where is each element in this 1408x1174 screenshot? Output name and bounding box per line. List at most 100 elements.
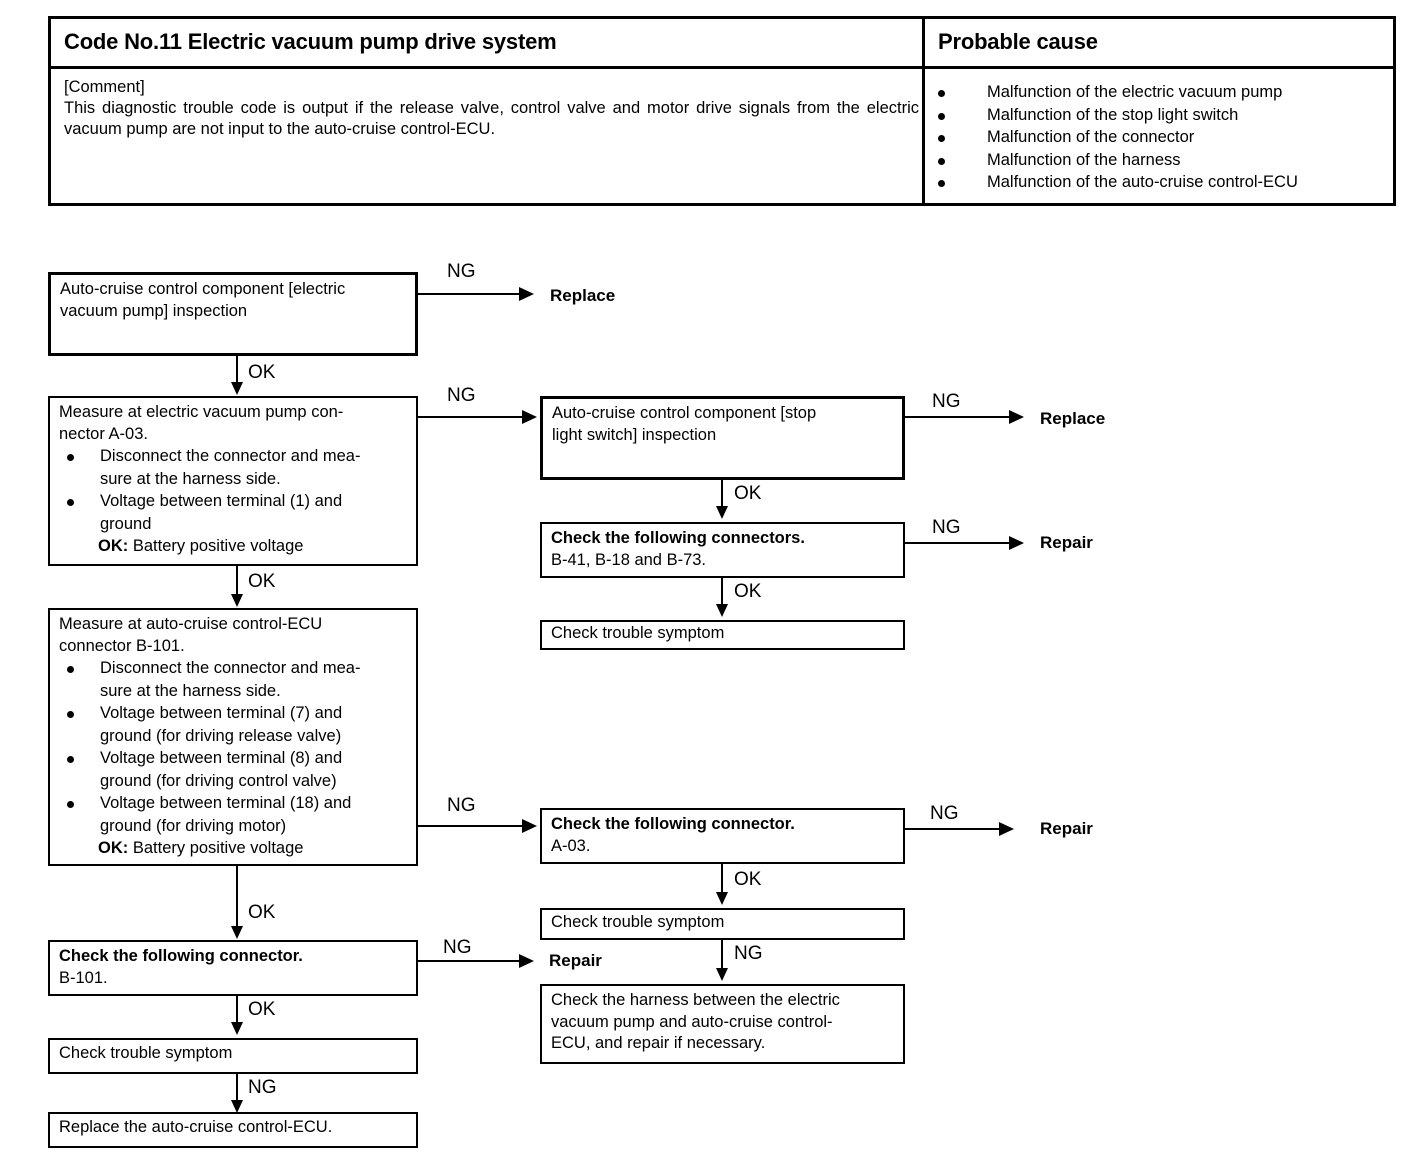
edge-label-ng: NG: [443, 937, 472, 958]
box2-bullet-list: Disconnect the connector and mea- sure a…: [59, 445, 411, 558]
box2-ok-criteria: OK: Battery positive voltage: [98, 535, 411, 558]
flow-box-measure-pump-connector: Measure at electric vacuum pump con- nec…: [48, 396, 418, 566]
box12-line2: vacuum pump and auto-cruise control-: [551, 1012, 833, 1031]
flow-box-check-trouble-symptom-left: Check trouble symptom: [48, 1038, 418, 1074]
box6-text: Replace the auto-cruise control-ECU.: [59, 1118, 333, 1136]
arrow-down-icon: [716, 506, 728, 519]
connector-box8-ng: [905, 542, 1013, 544]
box2-line1: Measure at electric vacuum pump con-: [59, 403, 344, 421]
edge-label-ng: NG: [932, 391, 961, 412]
arrow-down-icon: [716, 968, 728, 981]
list-item: Voltage between terminal (18) and ground…: [59, 792, 411, 860]
box3-bullet3-line1: Voltage between terminal (8) and: [100, 749, 343, 767]
edge-label-ok: OK: [248, 362, 276, 383]
header-cell-cause: Probable cause: [925, 19, 1393, 66]
edge-label-ng: NG: [447, 385, 476, 406]
header-cell-code: Code No.11 Electric vacuum pump drive sy…: [51, 19, 925, 66]
comment-cell: [Comment] This diagnostic trouble code i…: [51, 69, 925, 203]
probable-cause-list: Malfunction of the electric vacuum pump …: [925, 69, 1393, 194]
arrow-right-icon: [999, 822, 1014, 836]
box12-line1: Check the harness between the electric: [551, 991, 840, 1009]
arrow-right-icon: [519, 287, 534, 301]
edge-label-ok: OK: [734, 483, 762, 504]
box2-bullet1-line1: Disconnect the connector and mea-: [100, 447, 361, 465]
edge-label-ok: OK: [248, 999, 276, 1020]
box3-bullet4-line1: Voltage between terminal (18) and: [100, 794, 352, 812]
connector-box1-ng: [418, 293, 524, 295]
list-item: Malfunction of the harness: [925, 149, 1393, 172]
connector-box2-ng: [418, 416, 524, 418]
arrow-down-icon: [231, 382, 243, 395]
edge-label-ng: NG: [447, 795, 476, 816]
arrow-right-icon: [1009, 536, 1024, 550]
probable-cause-cell: Malfunction of the electric vacuum pump …: [925, 69, 1393, 203]
flow-box-stop-light-switch-inspection: Auto-cruise control component [stop ligh…: [540, 396, 905, 480]
arrow-down-icon: [716, 604, 728, 617]
flow-box-check-connector-b101: Check the following connector. B-101.: [48, 940, 418, 996]
connector-box8-ok: [721, 578, 723, 606]
edge-label-ng: NG: [930, 803, 959, 824]
list-item: Voltage between terminal (8) and ground …: [59, 747, 411, 792]
box3-bullet4-line2: ground (for driving motor): [100, 816, 287, 835]
terminal-replace-1: Replace: [550, 286, 616, 305]
connector-box7-ok: [721, 480, 723, 508]
flow-box-check-harness-repair: Check the harness between the electric v…: [540, 984, 905, 1064]
box8-detail: B-41, B-18 and B-73.: [551, 550, 707, 569]
box4-title: Check the following connector.: [59, 947, 303, 965]
list-item: Malfunction of the auto-cruise control-E…: [925, 171, 1393, 194]
flow-box-measure-ecu-connector: Measure at auto-cruise control-ECU conne…: [48, 608, 418, 866]
connector-box10-ok: [721, 864, 723, 894]
arrow-right-icon: [519, 954, 534, 968]
flow-box-vacuum-pump-inspection: Auto-cruise control component [electric …: [48, 272, 418, 356]
flow-box-check-connector-a03: Check the following connector. A-03.: [540, 808, 905, 864]
arrow-down-icon: [231, 594, 243, 607]
box2-bullet1-line2: sure at the harness side.: [100, 469, 281, 488]
arrow-right-icon: [522, 410, 537, 424]
box8-title: Check the following connectors.: [551, 529, 805, 547]
edge-label-ng: NG: [447, 261, 476, 282]
list-item: Disconnect the connector and mea- sure a…: [59, 657, 411, 702]
ok-label: OK:: [98, 537, 129, 555]
box2-line2: nector A-03.: [59, 424, 148, 443]
dtc-summary-table: Code No.11 Electric vacuum pump drive sy…: [48, 16, 1396, 206]
arrow-right-icon: [522, 819, 537, 833]
box4-detail: B-101.: [59, 968, 108, 987]
arrow-down-icon: [231, 926, 243, 939]
ok-value: Battery positive voltage: [132, 839, 304, 857]
box3-bullet1-line2: sure at the harness side.: [100, 681, 281, 700]
connector-box10-ng: [905, 828, 1003, 830]
arrow-down-icon: [231, 1022, 243, 1035]
connector-box4-ok: [236, 996, 238, 1024]
comment-label: [Comment]: [64, 78, 145, 96]
connector-box5-ng: [236, 1074, 238, 1102]
box5-text: Check trouble symptom: [59, 1044, 233, 1062]
table-header-row: Code No.11 Electric vacuum pump drive sy…: [51, 19, 1393, 69]
ok-value: Battery positive voltage: [132, 537, 304, 555]
box1-line1: Auto-cruise control component [electric: [60, 280, 346, 298]
connector-box3-ok: [236, 866, 238, 928]
terminal-repair-3: Repair: [549, 951, 602, 970]
flow-box-check-trouble-symptom-right: Check trouble symptom: [540, 908, 905, 940]
page-title: Code No.11 Electric vacuum pump drive sy…: [64, 29, 557, 54]
list-item: Disconnect the connector and mea- sure a…: [59, 445, 411, 490]
box2-bullet2-line1: Voltage between terminal (1) and: [100, 492, 343, 510]
edge-label-ng: NG: [248, 1077, 277, 1098]
list-item: Malfunction of the connector: [925, 126, 1393, 149]
box3-line2: connector B-101.: [59, 636, 185, 655]
list-item: Malfunction of the stop light switch: [925, 104, 1393, 127]
box3-ok-criteria: OK: Battery positive voltage: [98, 837, 411, 860]
arrow-down-icon: [231, 1100, 243, 1113]
edge-label-ok: OK: [248, 902, 276, 923]
box3-bullet-list: Disconnect the connector and mea- sure a…: [59, 657, 411, 860]
box10-title: Check the following connector.: [551, 815, 795, 833]
connector-box11-ng: [721, 940, 723, 972]
box3-bullet2-line2: ground (for driving release valve): [100, 726, 342, 745]
list-item: Malfunction of the electric vacuum pump: [925, 81, 1393, 104]
arrow-down-icon: [716, 892, 728, 905]
list-item: Voltage between terminal (1) and ground …: [59, 490, 411, 558]
connector-box2-ok: [236, 566, 238, 598]
probable-cause-heading: Probable cause: [938, 29, 1098, 54]
connector-box3-ng: [418, 825, 524, 827]
table-body-row: [Comment] This diagnostic trouble code i…: [51, 69, 1393, 203]
box7-line1: Auto-cruise control component [stop: [552, 404, 817, 422]
